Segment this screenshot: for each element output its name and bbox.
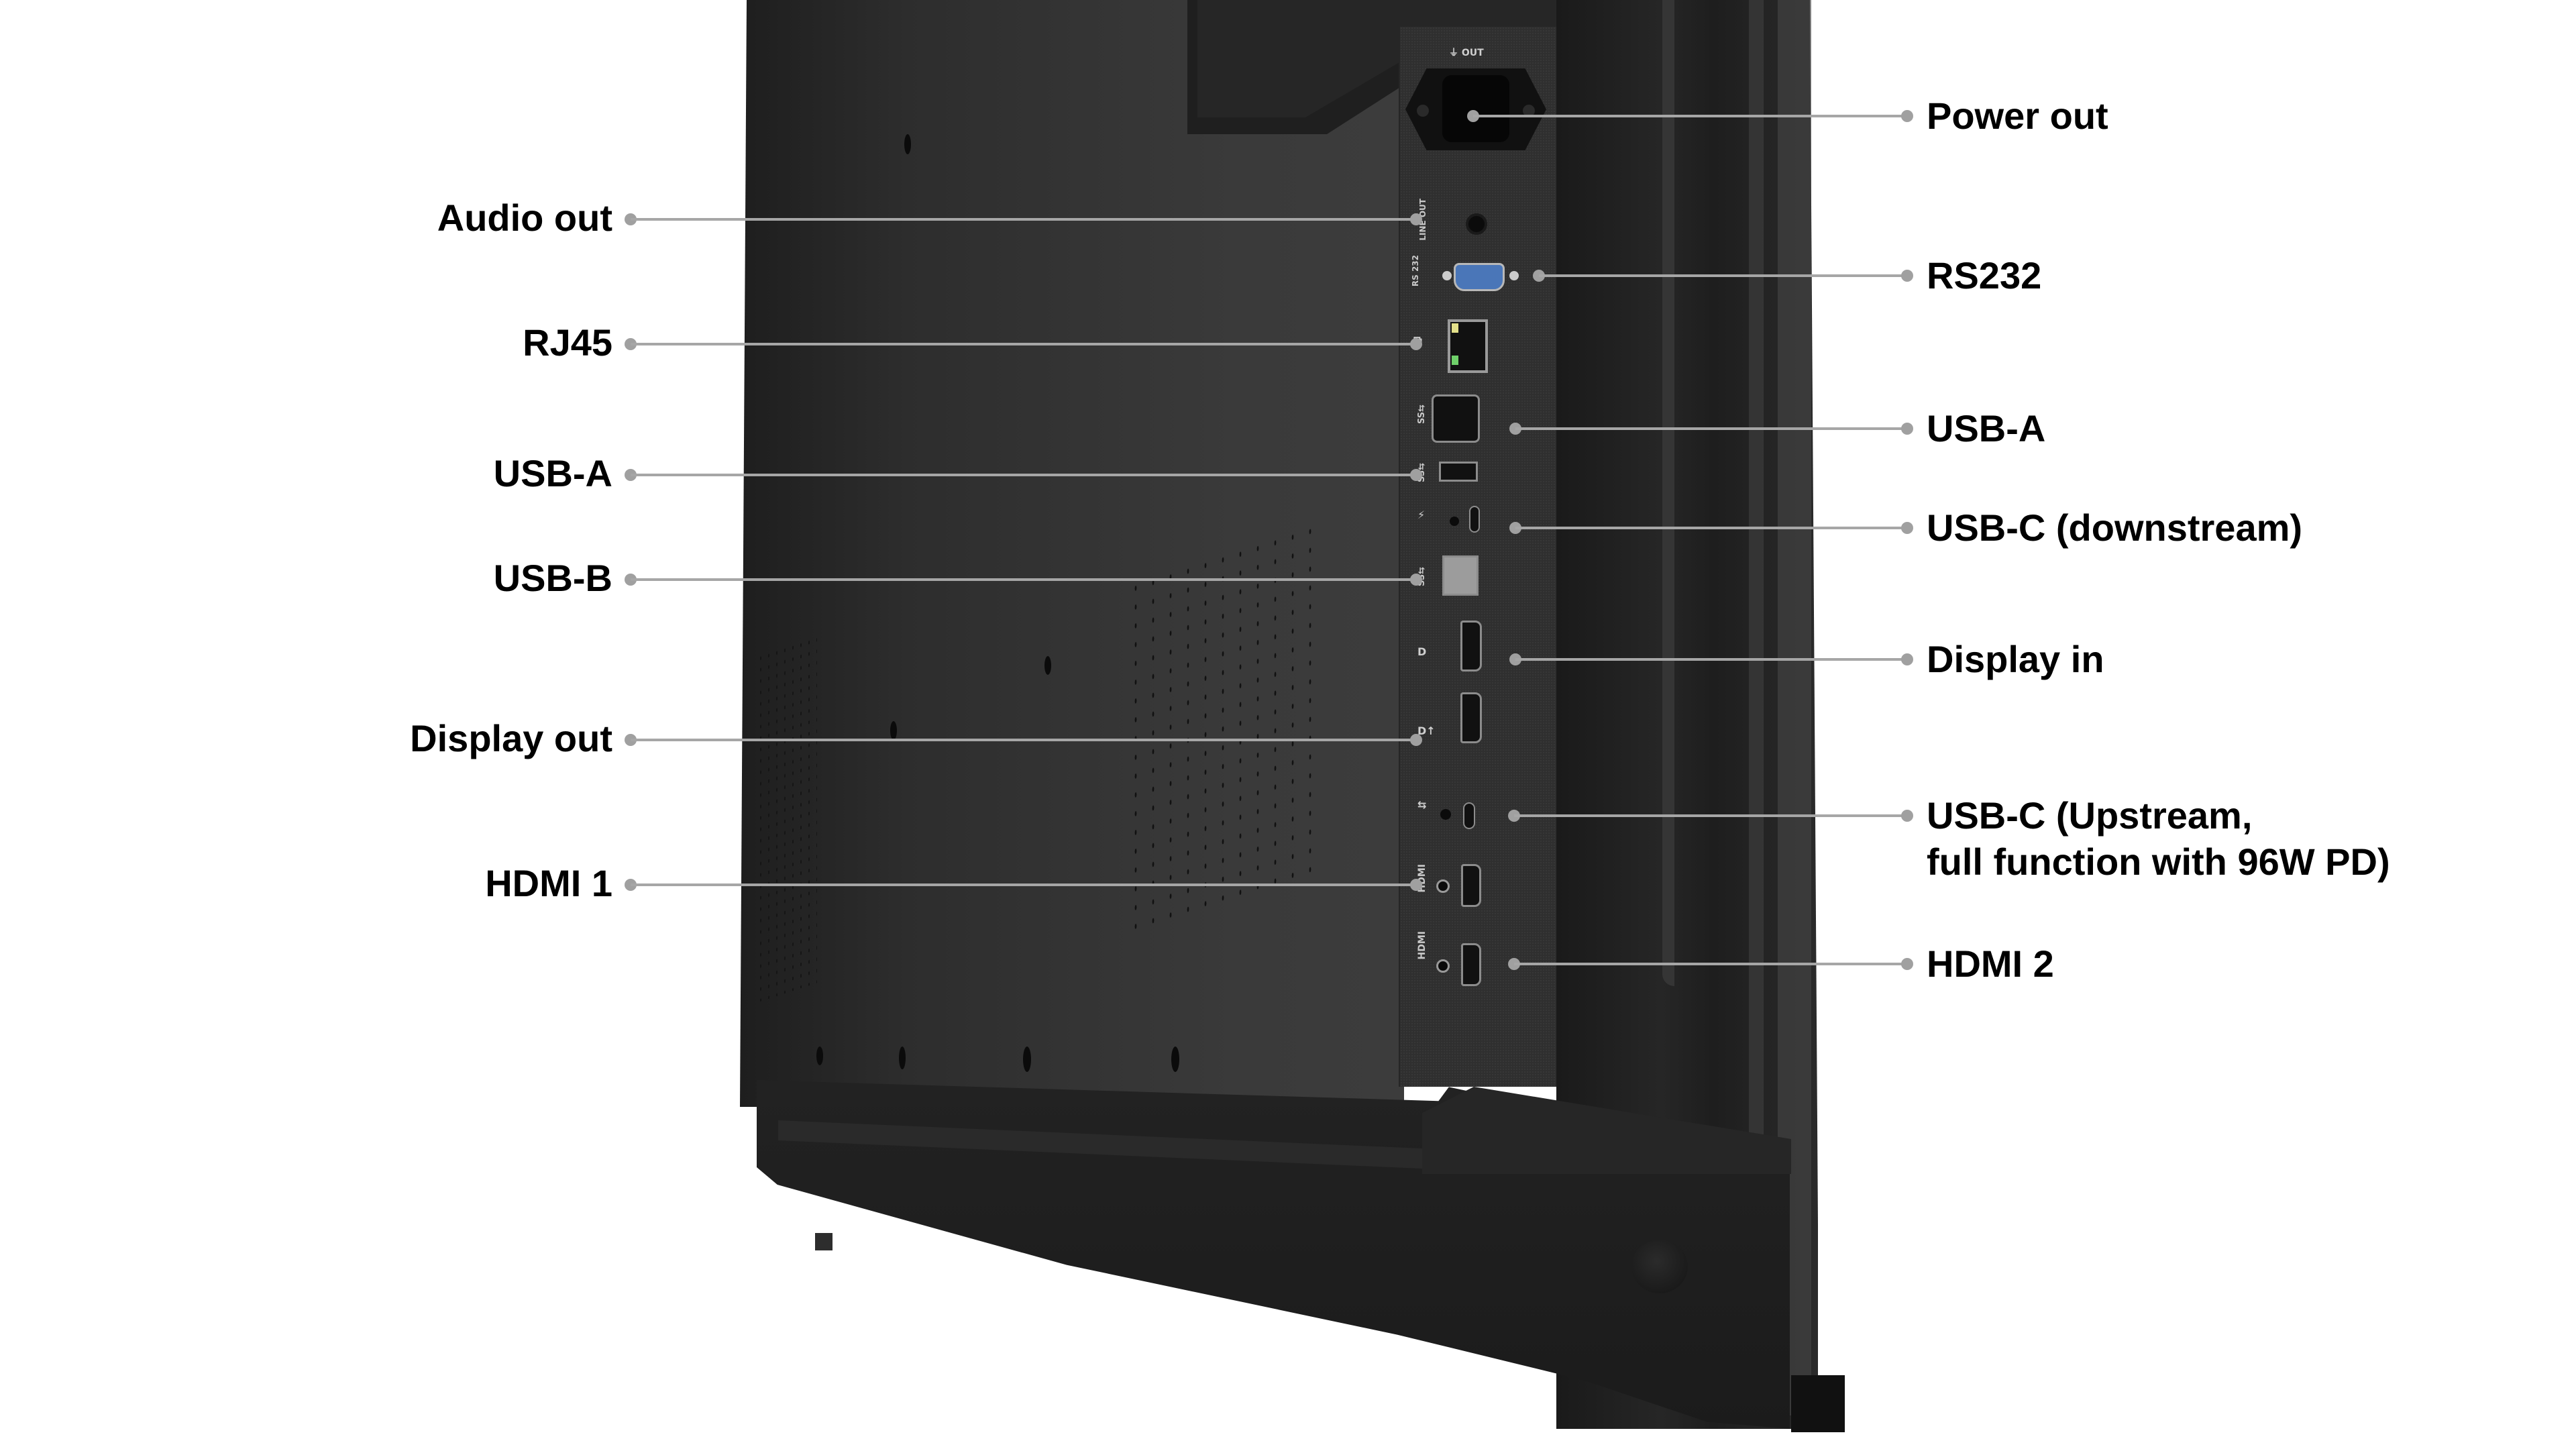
rj45-port	[1448, 319, 1488, 373]
callout-label: HDMI 2	[1927, 943, 2054, 985]
indicator-hole	[1450, 517, 1459, 526]
base-foot	[815, 1233, 833, 1250]
callout-dot	[1410, 734, 1422, 746]
kensington-lock-icon	[1631, 1240, 1688, 1293]
callout-label: USB-A	[493, 452, 612, 494]
leader-line	[631, 343, 1415, 345]
audio-jack-port	[1466, 213, 1487, 235]
dual-usb-a-port	[1432, 394, 1480, 443]
callout-dot	[1410, 879, 1422, 891]
callout-label: USB-A	[1927, 407, 2046, 449]
callout-dot	[1901, 810, 1913, 822]
side-ridge	[1662, 0, 1674, 986]
rj45-led-yellow	[1452, 323, 1458, 333]
ss-usb-icon: SS⇆	[1417, 405, 1427, 425]
hdmi-logo-icon: HDMI	[1417, 931, 1428, 960]
callout-label-line2: full function with 96W PD)	[1927, 841, 2390, 883]
leader-line	[1539, 274, 1907, 277]
callout-dot	[1901, 270, 1913, 282]
bezel-foot	[1791, 1375, 1845, 1432]
screw-hole	[816, 1046, 823, 1065]
power-out-marking: ⏚ OUT	[1449, 48, 1484, 58]
io-panel	[1399, 27, 1561, 1087]
screw-hole	[1171, 1046, 1179, 1072]
rs232-screw	[1509, 271, 1519, 280]
leader-line	[1515, 427, 1907, 430]
displayport-out-icon: D↑	[1417, 724, 1436, 737]
callout-label: Display out	[410, 717, 612, 759]
callout-dot	[1410, 213, 1422, 225]
leader-line	[631, 739, 1415, 741]
displayport-in-port	[1460, 621, 1482, 672]
callout-dot	[1410, 574, 1422, 586]
displayport-icon: D	[1417, 645, 1427, 658]
leader-line	[1515, 658, 1907, 661]
callout-label: USB-C (Upstream,	[1927, 794, 2253, 837]
screw-icon	[1523, 105, 1535, 117]
rj45-led-green	[1452, 356, 1458, 365]
callout-label: RS232	[1927, 254, 2042, 297]
screw-hole	[1023, 1046, 1031, 1072]
leader-line	[631, 578, 1415, 581]
callout-dot	[1410, 338, 1422, 350]
side-ridge	[1749, 0, 1764, 1395]
speaker-grille-left	[757, 634, 817, 1003]
usb-c-downstream-port	[1469, 506, 1480, 533]
rs232-screw	[1442, 271, 1452, 280]
callout-label: USB-C (downstream)	[1927, 506, 2303, 549]
leader-line	[1473, 115, 1907, 117]
rs232-marking: RS 232	[1411, 255, 1420, 287]
callout-dot	[1901, 423, 1913, 435]
rs232-port	[1454, 263, 1505, 291]
leader-line	[1515, 527, 1907, 529]
screw-hole	[1044, 656, 1051, 675]
leader-line	[631, 883, 1415, 886]
usb-battery-icon: ⚡	[1417, 508, 1426, 521]
callout-label: Power out	[1927, 95, 2108, 137]
callout-dot	[1410, 469, 1422, 481]
callout-dot	[1901, 110, 1913, 122]
ac-power-out-socket	[1442, 75, 1509, 142]
screw-hole	[904, 134, 911, 154]
leader-line	[1514, 963, 1907, 965]
callout-label: Audio out	[437, 197, 612, 239]
indicator-hole	[1436, 959, 1450, 973]
screw-hole	[899, 1046, 906, 1069]
hdmi-1-port	[1461, 864, 1481, 907]
leader-line	[1514, 814, 1907, 817]
displayport-out-port	[1460, 692, 1482, 743]
screw-hole	[890, 721, 897, 740]
leader-line	[631, 474, 1415, 476]
callout-label: RJ45	[523, 321, 612, 364]
usb-a-port	[1439, 462, 1478, 482]
usb-c-upstream-port	[1463, 802, 1475, 829]
indicator-hole	[1436, 879, 1450, 893]
usb-b-port	[1442, 555, 1479, 596]
screw-icon	[1417, 105, 1429, 117]
leader-line	[631, 218, 1415, 221]
callout-dot	[1901, 522, 1913, 534]
indicator-hole	[1440, 809, 1451, 820]
callout-label: USB-B	[493, 557, 612, 599]
hdmi-2-port	[1461, 943, 1481, 986]
usb-display-icon: ⇆	[1417, 798, 1427, 811]
callout-label: HDMI 1	[485, 862, 612, 904]
callout-dot	[1901, 958, 1913, 970]
speaker-grille-right	[1127, 518, 1322, 945]
callout-label: Display in	[1927, 638, 2104, 680]
callout-dot	[1901, 653, 1913, 665]
